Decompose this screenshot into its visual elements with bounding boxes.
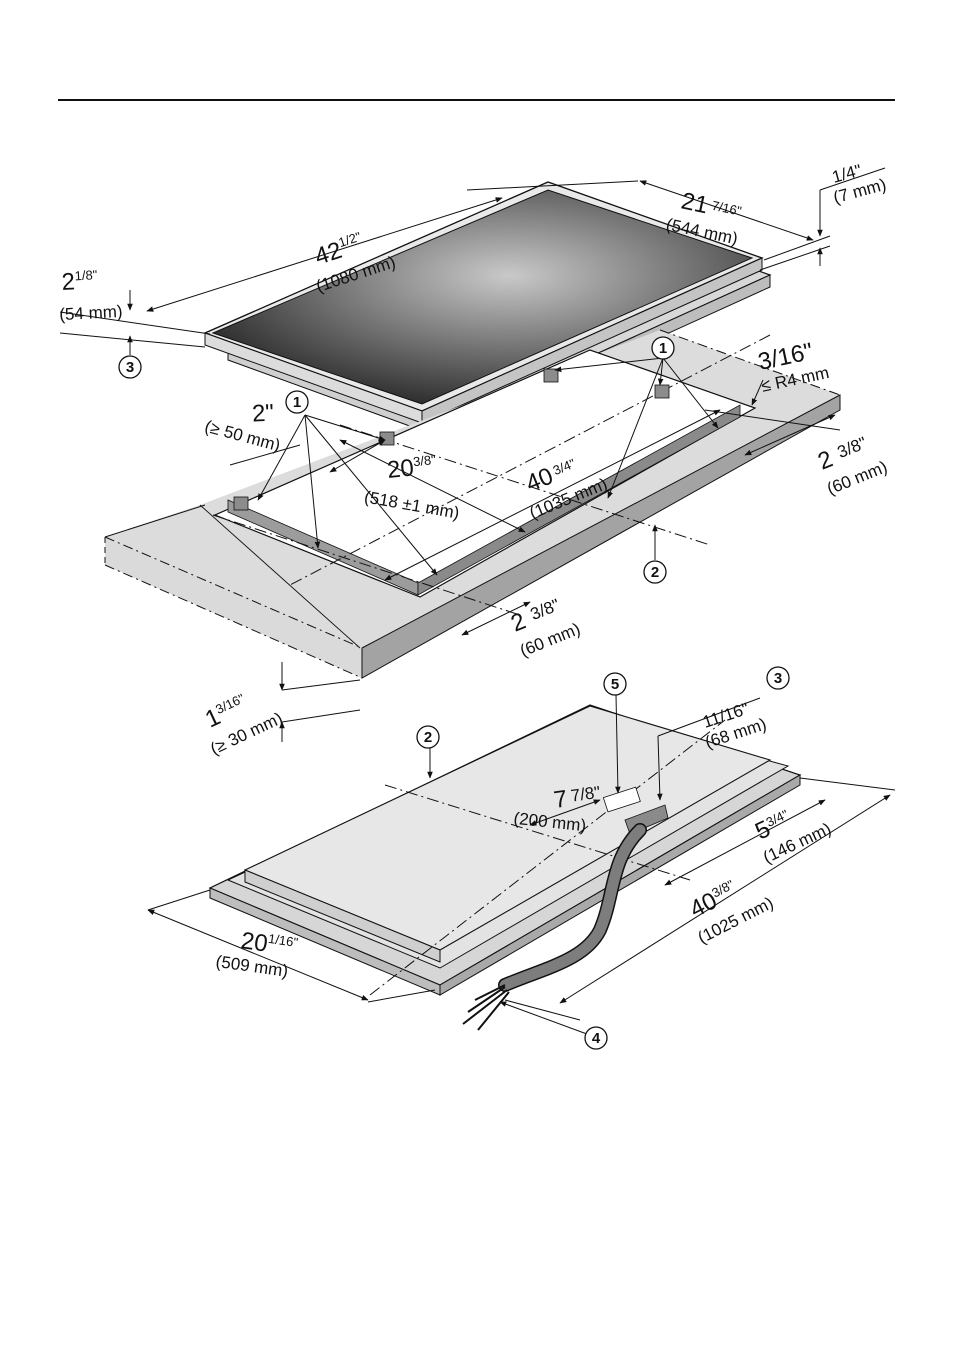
callout-5: 5 <box>604 673 626 695</box>
svg-text:(60 mm): (60 mm) <box>517 619 583 660</box>
cooktop-height-label: 21/8" (54 mm) <box>57 266 123 324</box>
svg-text:1: 1 <box>659 340 667 357</box>
underside-width-label: 201/16" (509 mm) <box>215 924 300 982</box>
underside-illustration <box>210 705 800 1030</box>
svg-text:2": 2" <box>251 399 274 427</box>
svg-text:(54 mm): (54 mm) <box>59 302 123 324</box>
callout-3-top: 3 <box>119 356 141 378</box>
svg-text:3: 3 <box>774 670 782 687</box>
corner-radius-label: 3/16" ≤ R4 mm <box>754 336 831 396</box>
callout-3-bottom: 3 <box>767 667 789 689</box>
margin-right-label: 23/8" (60 mm) <box>812 428 890 499</box>
svg-text:3: 3 <box>126 359 134 376</box>
svg-text:21/8": 21/8" <box>61 267 99 296</box>
svg-text:(60 mm): (60 mm) <box>824 457 890 498</box>
glass-thickness-label: 1/4" (7 mm) <box>826 156 888 208</box>
svg-text:2: 2 <box>651 564 659 581</box>
svg-text:1: 1 <box>293 394 301 411</box>
callout-1-left: 1 <box>286 391 308 413</box>
callout-2-bottom: 2 <box>417 726 439 748</box>
callout-2-middle: 2 <box>644 561 666 583</box>
callout-1-right: 1 <box>652 337 674 359</box>
svg-text:2: 2 <box>424 729 432 746</box>
underside-offset-label: 11/16" (68 mm) <box>697 695 769 752</box>
clearance-label: 2" (≥ 50 mm) <box>201 399 283 459</box>
svg-text:4: 4 <box>592 1030 601 1047</box>
counter-thickness-label: 13/16" (≥ 30 mm) <box>194 680 286 759</box>
svg-text:(509 mm): (509 mm) <box>215 952 290 981</box>
underside-length-label: 403/8" (1025 mm) <box>680 865 776 948</box>
margin-front-label: 23/8" (60 mm) <box>505 590 583 661</box>
callout-4: 4 <box>585 1027 607 1049</box>
svg-text:5: 5 <box>611 676 619 693</box>
